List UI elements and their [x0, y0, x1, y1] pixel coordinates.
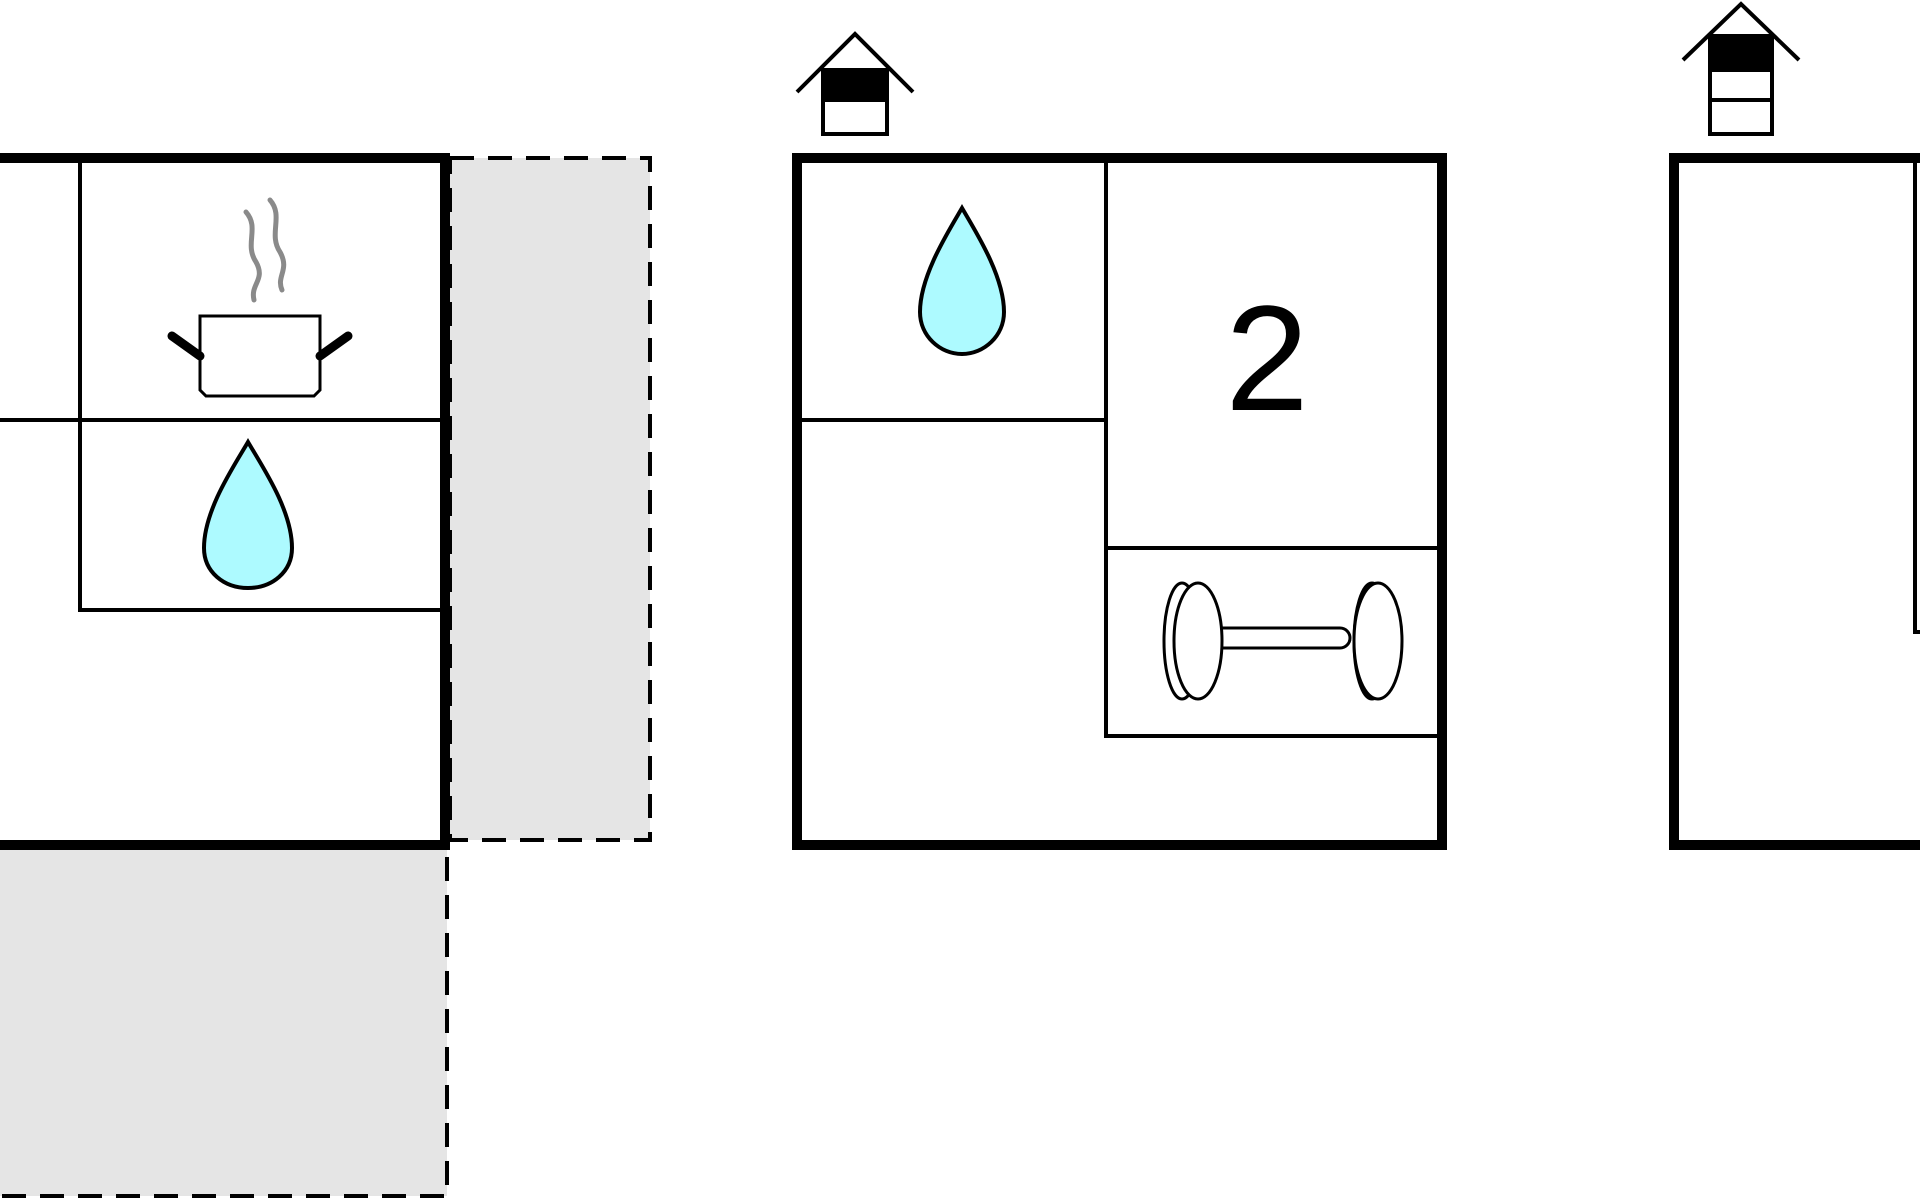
interior-wall: [1913, 158, 1920, 634]
water-drop-icon: [201, 438, 295, 591]
exterior-wall: [792, 153, 1447, 850]
dumbbell-icon: [1162, 581, 1404, 701]
exterior-wall: [0, 153, 450, 850]
fitness-room-wall: [1104, 546, 1444, 738]
floor-right: [1669, 1, 1920, 850]
floor-left: [0, 153, 652, 1198]
terrace-right: [448, 156, 652, 842]
interior-wall: [78, 158, 445, 612]
house-level-ground-floor-icon: [795, 31, 915, 136]
bedroom-count-label: 2: [1225, 274, 1308, 442]
house-level-upper-floor-icon: [1681, 1, 1801, 136]
terrace-bottom: [0, 846, 449, 1198]
floor-middle: 2: [792, 31, 1447, 850]
exterior-wall: [1669, 153, 1920, 850]
water-drop-icon: [917, 204, 1007, 357]
cooking-pot-icon: [167, 197, 353, 398]
